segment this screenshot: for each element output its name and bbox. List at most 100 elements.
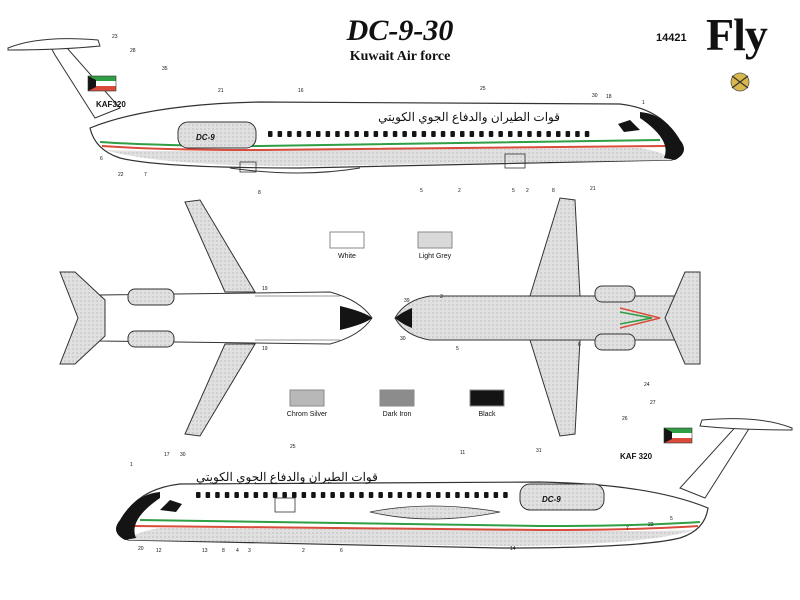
window [426,492,431,498]
window [436,492,441,498]
window [412,131,417,137]
callout-number: 17 [164,452,170,458]
window [234,492,239,498]
callout-number: 8 [222,548,225,554]
callout-number: 31 [536,448,542,454]
legend-label: White [338,253,356,260]
window [575,131,580,137]
callout-number: 6 [100,156,103,162]
callout-number: 22 [118,172,124,178]
callout-number: 7 [144,172,147,178]
callout-number: 12 [156,548,162,554]
window [196,492,201,498]
callout-number: 5 [420,188,423,194]
engine-logo-text-top: DC-9 [196,133,215,142]
window [306,131,311,137]
window [445,492,451,498]
registration-top: KAF320 [96,100,126,109]
kuwait-flag-top [87,75,117,92]
brand-logo: Fly [706,9,768,60]
callout-number: 24 [644,382,650,388]
window [460,131,465,137]
window [484,492,489,498]
callout-number: 25 [290,444,296,450]
callout-number: 2 [526,188,529,194]
window [349,492,355,498]
window [263,492,268,498]
legend-swatch [417,231,453,249]
window [527,131,532,137]
t-tail-stabilizer [7,38,101,51]
callout-number: 20 [138,546,144,552]
callout-number: 8 [258,190,261,196]
window [296,131,302,137]
window [421,131,427,137]
legend-swatch [379,389,415,407]
legend-swatch [289,389,325,407]
window [378,492,383,498]
window [416,492,422,498]
window [388,492,393,498]
side-view-top: DC-9 KAF320 قوات الطيران والدفاع الجوي ا… [7,34,684,196]
window [268,131,273,137]
legend-label: Black [478,411,496,418]
window [392,131,398,137]
window [536,131,542,137]
window [407,492,412,498]
callout-number: 39 [404,298,410,304]
callout-number: 23 [112,34,118,40]
window [224,492,230,498]
window [431,131,436,137]
legend-label: Light Grey [419,253,452,260]
side-view-bottom: DC-9 KAF 320 قوات الطيران والدفاع الجوي … [116,382,793,554]
callout-number: 30 [180,452,186,458]
page-title: DC-9-30 [346,14,454,47]
brand-mascot-icon [730,72,750,92]
arabic-title-bottom: قوات الطيران والدفاع الجوي الكويتي [196,470,378,484]
engine-top [177,121,257,149]
callout-number: 27 [650,400,656,406]
catalog-number: 14421 [656,32,687,44]
callout-number: 22 [648,522,654,528]
callout-number: 30 [400,336,406,342]
window [450,131,455,137]
callout-number: 16 [298,88,304,94]
window [330,492,335,498]
window [301,492,307,498]
window [469,131,475,137]
callout-number: 3 [248,548,251,554]
callout-number: 2 [458,188,461,194]
window [556,131,561,137]
callout-number: 5 [456,346,459,352]
window [503,492,508,498]
engine-logo-text-bottom: DC-9 [542,495,561,504]
callout-number: 18 [606,94,612,100]
window [455,492,460,498]
window [354,131,359,137]
window [364,131,369,137]
window [340,492,345,498]
window [253,492,259,498]
window [292,492,297,498]
window [244,492,249,498]
window [325,131,331,137]
window [546,131,551,137]
window [508,131,513,137]
window [440,131,446,137]
window [316,131,321,137]
window [488,131,494,137]
window [359,492,364,498]
callout-number: 7 [626,526,629,532]
window [344,131,350,137]
callout-number: 5 [512,188,515,194]
window [373,131,379,137]
legend-swatch [329,231,365,249]
window [565,131,571,137]
callout-number: 21 [590,186,596,192]
